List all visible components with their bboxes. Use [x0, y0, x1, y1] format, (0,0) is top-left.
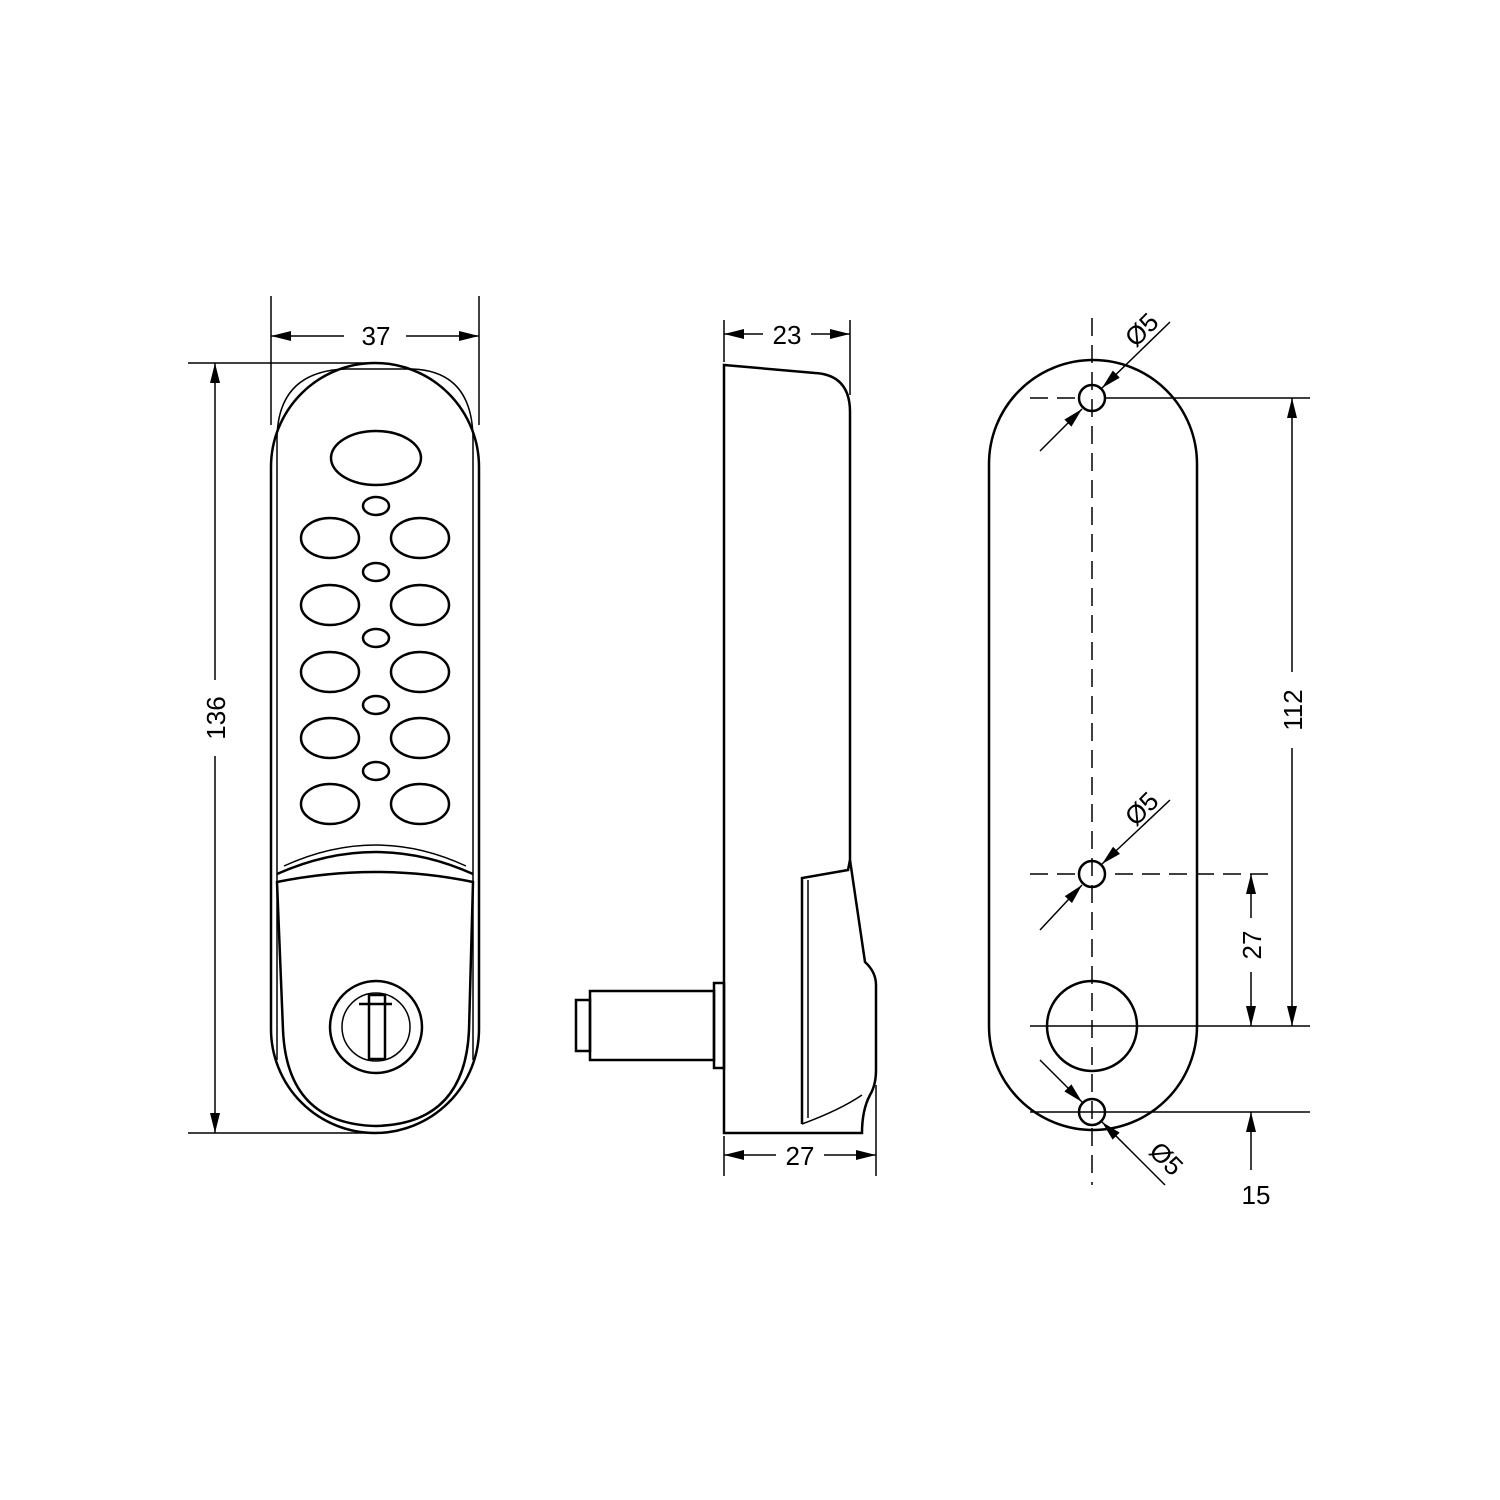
spindle-tip [574, 998, 592, 1053]
key-4 [389, 583, 451, 627]
spindle-shaft [588, 989, 716, 1062]
key-small-5 [361, 760, 391, 782]
hole-top-diameter-label: Ø5 [1119, 307, 1165, 353]
hole-bottom-diameter-label: Ø5 [1143, 1136, 1189, 1182]
key-9 [299, 782, 361, 826]
key-1 [299, 516, 361, 560]
key-small-3 [361, 627, 391, 649]
key-10 [389, 782, 451, 826]
key-cylinder-outer [328, 979, 424, 1075]
key-5 [299, 650, 361, 694]
side-view: 23 27 [574, 320, 878, 1176]
front-width-label: 37 [362, 321, 391, 351]
front-height-label: 136 [201, 696, 231, 739]
keypad-top-button [329, 429, 423, 487]
hole-top [1077, 383, 1107, 413]
lower-cover-arc [276, 850, 474, 876]
front-view: 37 136 [188, 296, 481, 1135]
front-body-outline [269, 361, 481, 1135]
key-small-4 [361, 694, 391, 716]
hole-mid [1077, 859, 1107, 889]
key-8 [389, 716, 451, 760]
key-small-2 [361, 561, 391, 583]
key-6 [389, 650, 451, 694]
side-top-depth-label: 23 [773, 320, 802, 350]
back-view: Ø5 Ø5 Ø5 112 27 15 [987, 307, 1310, 1210]
key-7 [299, 716, 361, 760]
side-bottom-depth-label: 27 [786, 1141, 815, 1171]
back-body-outline [987, 358, 1199, 1132]
side-cover-outline [800, 859, 852, 1124]
bottom-offset-label: 15 [1242, 1180, 1271, 1210]
mid-offset-label: 27 [1237, 931, 1267, 960]
key-3 [299, 583, 361, 627]
hole-span-label: 112 [1278, 689, 1308, 730]
hole-mid-diameter-label: Ø5 [1119, 786, 1165, 832]
keypad-keys [299, 495, 451, 826]
spindle-plate [712, 981, 726, 1070]
key-slot [367, 993, 387, 1061]
side-body-outline [722, 363, 878, 1135]
lower-cover-arc-inner [283, 844, 467, 867]
key-small-1 [361, 495, 391, 517]
key-cylinder-inner [341, 992, 411, 1062]
lower-cover [275, 870, 475, 1128]
front-body-inner [276, 368, 474, 1060]
key-2 [389, 516, 451, 560]
